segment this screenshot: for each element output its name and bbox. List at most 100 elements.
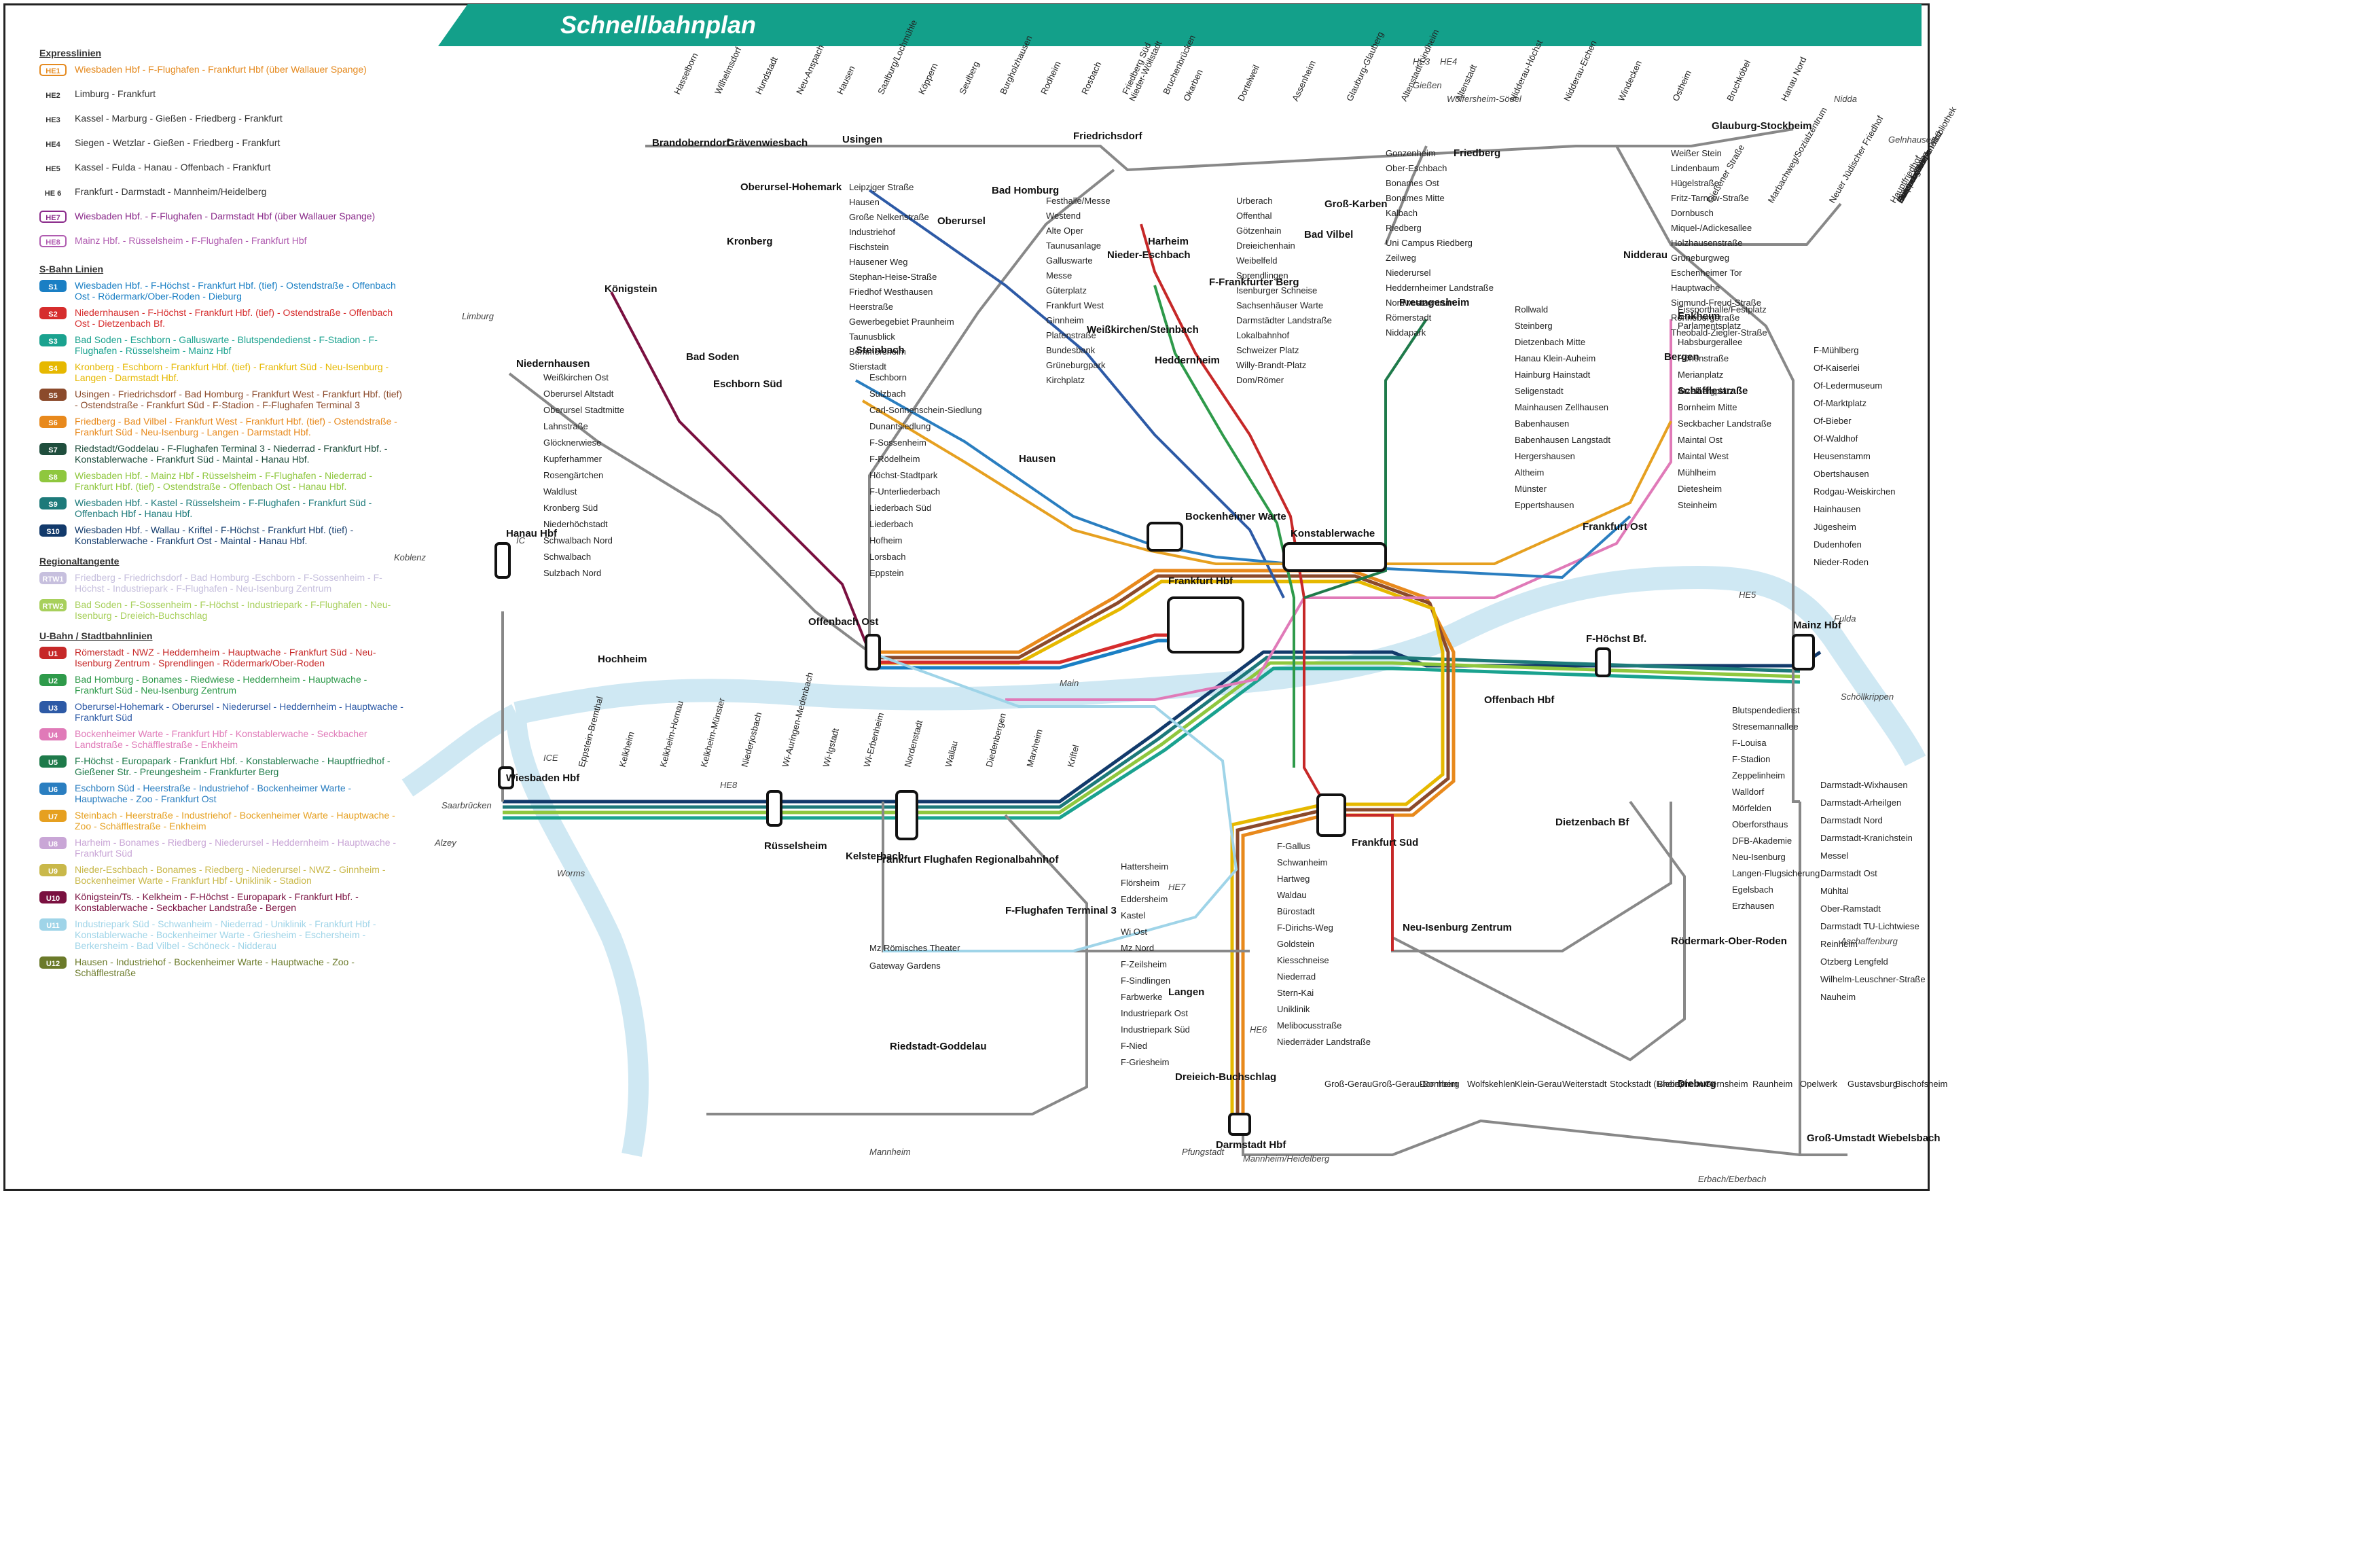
- station-label[interactable]: Schweizer Platz: [1236, 345, 1299, 355]
- station-label[interactable]: Weißkirchen Ost: [543, 372, 609, 382]
- station-label[interactable]: Dornbusch: [1671, 208, 1714, 218]
- station-label[interactable]: Rodheim: [1039, 60, 1063, 96]
- hoechst-marker[interactable]: [865, 634, 881, 670]
- station-label[interactable]: Eppstein: [869, 568, 904, 578]
- station-label[interactable]: Industriepark Ost: [1121, 1008, 1188, 1018]
- station-label[interactable]: Hausen: [849, 197, 880, 207]
- station-label[interactable]: Wolfskehlen: [1467, 1079, 1515, 1089]
- hanau-hbf-marker[interactable]: [1792, 634, 1815, 670]
- station-label[interactable]: Riedberg: [1386, 223, 1422, 233]
- station-label[interactable]: Wi Ost: [1121, 927, 1147, 937]
- station-label[interactable]: Mz Römisches Theater: [869, 943, 960, 953]
- station-label[interactable]: Stierstadt: [849, 361, 886, 372]
- station-label[interactable]: Zeilweg: [1386, 253, 1416, 263]
- station-label[interactable]: Leipziger Straße: [849, 182, 914, 192]
- station-label[interactable]: Römerstadt: [1386, 312, 1432, 323]
- major-station-label[interactable]: Nieder-Eschbach: [1107, 249, 1191, 261]
- station-label[interactable]: Ostheim: [1670, 69, 1693, 103]
- station-label[interactable]: Of-Marktplatz: [1814, 398, 1867, 408]
- station-label[interactable]: Güterplatz: [1046, 285, 1087, 296]
- station-label[interactable]: Darmstadt Nord: [1820, 815, 1883, 825]
- major-station-label[interactable]: Schäfflestraße: [1678, 385, 1748, 397]
- station-label[interactable]: Heddernheimer Landstraße: [1386, 283, 1494, 293]
- station-label[interactable]: Nieder-Roden: [1814, 557, 1869, 567]
- major-station-label[interactable]: Enkheim: [1678, 310, 1720, 322]
- station-label[interactable]: Carl-Sonnenschein-Siedlung: [869, 405, 982, 415]
- station-label[interactable]: Reinheim: [1820, 939, 1858, 949]
- major-station-label[interactable]: Bad Vilbel: [1304, 229, 1353, 240]
- station-label[interactable]: Dom/Römer: [1236, 375, 1284, 385]
- station-label[interactable]: Kupferhammer: [543, 454, 602, 464]
- major-station-label[interactable]: Dreieich-Buchschlag: [1175, 1071, 1276, 1083]
- station-label[interactable]: Maintal Ost: [1678, 435, 1723, 445]
- station-label[interactable]: Wi-Erbenheim: [861, 711, 886, 768]
- station-label[interactable]: Steinheim: [1678, 500, 1717, 510]
- station-label[interactable]: Kronberg Süd: [543, 503, 598, 513]
- station-label[interactable]: Bornheim Mitte: [1678, 402, 1737, 412]
- station-label[interactable]: Melibocusstraße: [1277, 1020, 1341, 1031]
- station-label[interactable]: Stresemannallee: [1732, 721, 1799, 732]
- station-label[interactable]: Mühlheim: [1678, 467, 1716, 478]
- station-label[interactable]: Niederjosbach: [739, 711, 763, 768]
- bockenheimer-warte-marker[interactable]: [1147, 522, 1183, 552]
- station-label[interactable]: Dunantsiedlung: [869, 421, 931, 431]
- station-label[interactable]: Hügelstraße: [1671, 178, 1719, 188]
- station-label[interactable]: Dortelweil: [1236, 63, 1261, 103]
- station-label[interactable]: Merianplatz: [1678, 370, 1723, 380]
- ruesselsheim-marker[interactable]: [766, 790, 782, 827]
- station-label[interactable]: Friedhof Westhausen: [849, 287, 933, 297]
- major-station-label[interactable]: Hochheim: [598, 654, 647, 665]
- station-label[interactable]: Niederräder Landstraße: [1277, 1037, 1371, 1047]
- station-label[interactable]: Schwanheim: [1277, 857, 1327, 867]
- station-label[interactable]: Heusenstamm: [1814, 451, 1871, 461]
- station-label[interactable]: Eppertshausen: [1515, 500, 1574, 510]
- station-label[interactable]: DFB-Akademie: [1732, 836, 1792, 846]
- station-label[interactable]: Taunusanlage: [1046, 240, 1101, 251]
- station-label[interactable]: Bruchköbel: [1725, 58, 1752, 103]
- major-station-label[interactable]: Brandoberndorf: [652, 137, 730, 149]
- station-label[interactable]: Seulberg: [957, 60, 981, 96]
- station-label[interactable]: Rosbach: [1079, 60, 1103, 96]
- station-label[interactable]: Bischofsheim: [1895, 1079, 1947, 1089]
- station-label[interactable]: Darmstadt Ost: [1820, 868, 1877, 878]
- station-label[interactable]: Babenhausen Langstadt: [1515, 435, 1610, 445]
- station-label[interactable]: Atzelbergplatz: [1678, 386, 1733, 396]
- station-label[interactable]: Götzenhain: [1236, 226, 1282, 236]
- station-label[interactable]: Lorsbach: [869, 552, 905, 562]
- station-label[interactable]: Assenheim: [1290, 59, 1318, 103]
- station-label[interactable]: Obertshausen: [1814, 469, 1869, 479]
- station-label[interactable]: Of-Bieber: [1814, 416, 1852, 426]
- major-station-label[interactable]: Mainz Hbf: [1793, 620, 1842, 631]
- station-label[interactable]: Groß-Gerau: [1324, 1079, 1372, 1089]
- major-station-label[interactable]: F-Flughafen Terminal 3: [1005, 905, 1117, 916]
- station-label[interactable]: Oberursel Stadtmitte: [543, 405, 624, 415]
- station-label[interactable]: Klein-Gerau: [1515, 1079, 1562, 1089]
- major-station-label[interactable]: Frankfurt Ost: [1583, 521, 1647, 533]
- major-station-label[interactable]: Frankfurt Flughafen Regionalbahnhof: [876, 854, 1059, 865]
- station-label[interactable]: Waldlust: [543, 486, 577, 497]
- major-station-label[interactable]: Frankfurt Hbf: [1168, 575, 1233, 587]
- major-station-label[interactable]: Usingen: [842, 134, 882, 145]
- station-label[interactable]: F-Nied: [1121, 1041, 1147, 1051]
- major-station-label[interactable]: Rüsselsheim: [764, 840, 827, 852]
- station-label[interactable]: Sachsenhäuser Warte: [1236, 300, 1323, 310]
- station-label[interactable]: Liederbach: [869, 519, 913, 529]
- station-label[interactable]: Kelkheim: [617, 730, 636, 768]
- station-label[interactable]: Lahnstraße: [543, 421, 588, 431]
- offenbach-ost-marker[interactable]: [1595, 647, 1611, 677]
- major-station-label[interactable]: Kronberg: [727, 236, 773, 247]
- station-label[interactable]: Dietesheim: [1678, 484, 1722, 494]
- station-label[interactable]: Flörsheim: [1121, 878, 1159, 888]
- station-label[interactable]: Urberach: [1236, 196, 1272, 206]
- major-station-label[interactable]: Friedberg: [1454, 147, 1500, 159]
- station-label[interactable]: Rosengärtchen: [543, 470, 603, 480]
- station-label[interactable]: Sulzbach: [869, 389, 905, 399]
- major-station-label[interactable]: Oberursel-Hohemark: [740, 181, 842, 193]
- station-label[interactable]: Neuer Jüdischer Friedhof: [1827, 113, 1886, 204]
- station-label[interactable]: Hausen: [835, 64, 857, 96]
- station-label[interactable]: Steinberg: [1515, 321, 1553, 331]
- station-label[interactable]: Groß-Gerau-Dornberg: [1372, 1079, 1460, 1089]
- station-label[interactable]: Große Nelkenstraße: [849, 212, 929, 222]
- station-label[interactable]: F-Griesheim: [1121, 1057, 1170, 1067]
- station-label[interactable]: Rodgau-Weiskirchen: [1814, 486, 1895, 497]
